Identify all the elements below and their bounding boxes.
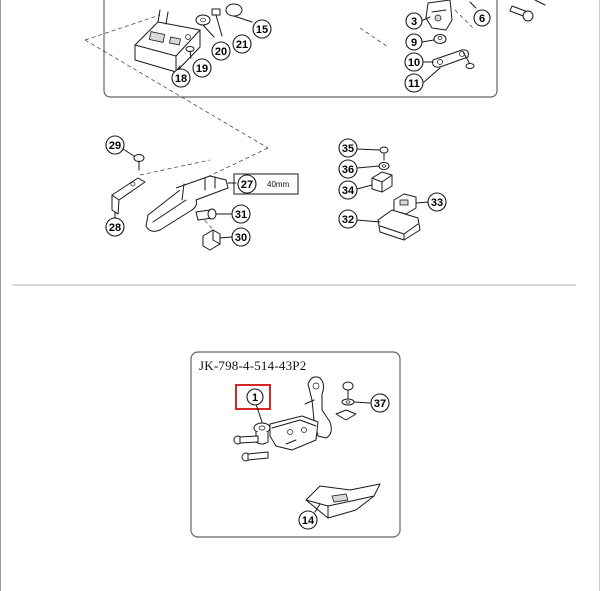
callout-15-label: 15 — [256, 24, 268, 36]
callout-21-label: 21 — [236, 39, 248, 51]
callout-11: 11 — [404, 67, 441, 93]
callout-34: 34 — [338, 180, 373, 200]
part-1-spacer — [253, 422, 271, 445]
callout-18-label: 18 — [175, 73, 187, 85]
part-screw-upper — [233, 435, 259, 445]
callout-35: 35 — [338, 138, 381, 158]
highlight-box-part-1 — [235, 384, 271, 410]
part-36-washer — [378, 162, 390, 170]
callout-30: 30 — [219, 227, 251, 247]
part-29-screw — [133, 154, 145, 171]
callout-21: 21 — [232, 34, 252, 54]
callout-3: 3 — [405, 12, 431, 30]
upper-panel-frame — [103, 0, 498, 98]
callout-32-label: 32 — [342, 214, 354, 226]
part-32-plate — [377, 209, 421, 241]
page-edge-left — [0, 0, 1, 591]
part-31-screw — [195, 208, 217, 221]
part-35-screw — [379, 146, 389, 161]
size-label: 40mm — [267, 180, 290, 189]
part-18-base-plate — [134, 9, 201, 73]
callout-31: 31 — [215, 204, 251, 224]
part-30-clip — [202, 229, 221, 251]
callout-3-label: 3 — [411, 16, 417, 28]
callout-29: 29 — [105, 135, 135, 157]
callout-36-label: 36 — [342, 164, 354, 176]
part-foot-bracket — [269, 415, 319, 451]
callout-33-label: 33 — [431, 197, 443, 209]
callout-1: 1 — [246, 388, 264, 423]
callout-15: 15 — [252, 19, 272, 39]
callout-27-label: 27 — [241, 179, 253, 191]
callout-10-label: 10 — [408, 57, 420, 69]
part-6-screw — [509, 0, 546, 22]
callout-28: 28 — [105, 211, 125, 237]
lower-panel-title: JK-798-4-514-43P2 — [199, 358, 307, 373]
part-9-nut — [433, 34, 447, 44]
part-19-screw — [185, 46, 195, 59]
lower-panel: 1 37 14 — [190, 351, 401, 538]
middle-right-group: 35 36 34 33 32 — [338, 138, 447, 241]
callout-19: 19 — [192, 58, 212, 78]
callout-1-label: 1 — [252, 392, 258, 404]
callout-10: 10 — [404, 52, 434, 72]
lower-panel-frame — [190, 351, 401, 538]
callout-30-label: 30 — [235, 232, 247, 244]
callout-29-label: 29 — [109, 140, 121, 152]
part-10-link — [432, 49, 475, 69]
callout-18: 18 — [171, 65, 191, 88]
part-21-screw — [211, 8, 223, 37]
callout-32: 32 — [338, 209, 381, 229]
callout-9: 9 — [405, 33, 435, 51]
callout-34-label: 34 — [342, 185, 355, 197]
part-20-washer — [195, 14, 215, 38]
callout-35-label: 35 — [342, 143, 354, 155]
callout-20-label: 20 — [215, 46, 227, 58]
callout-33: 33 — [415, 192, 447, 212]
callout-36: 36 — [338, 159, 380, 179]
callout-6: 6 — [469, 1, 491, 27]
callout-37: 37 — [353, 393, 390, 413]
callout-31-label: 31 — [235, 209, 247, 221]
part-33-bracket — [393, 193, 417, 215]
callout-14: 14 — [298, 503, 321, 530]
callout-6-label: 6 — [479, 13, 485, 25]
callout-37-label: 37 — [374, 398, 386, 410]
callout-14-label: 14 — [302, 515, 315, 527]
part-37-screw — [335, 381, 357, 421]
part-28-bracket — [111, 177, 146, 215]
callout-9-label: 9 — [411, 37, 417, 49]
part-15-bushing — [225, 3, 253, 23]
part-34-block — [371, 171, 393, 193]
callout-28-label: 28 — [109, 222, 121, 234]
part-27-presser-foot — [145, 175, 229, 232]
middle-left-group: 29 28 27 31 30 — [105, 135, 299, 251]
callout-11-label: 11 — [408, 78, 420, 90]
part-lever-arm — [304, 376, 332, 439]
callout-27: 27 — [237, 174, 257, 194]
callout-19-label: 19 — [196, 63, 208, 75]
part-3-bracket — [425, 0, 453, 31]
part-14-plate — [305, 483, 381, 519]
part-screw-lower — [241, 451, 269, 462]
callout-20: 20 — [211, 41, 231, 61]
upper-panel: 3 6 9 10 11 15 18 — [84, 0, 546, 191]
